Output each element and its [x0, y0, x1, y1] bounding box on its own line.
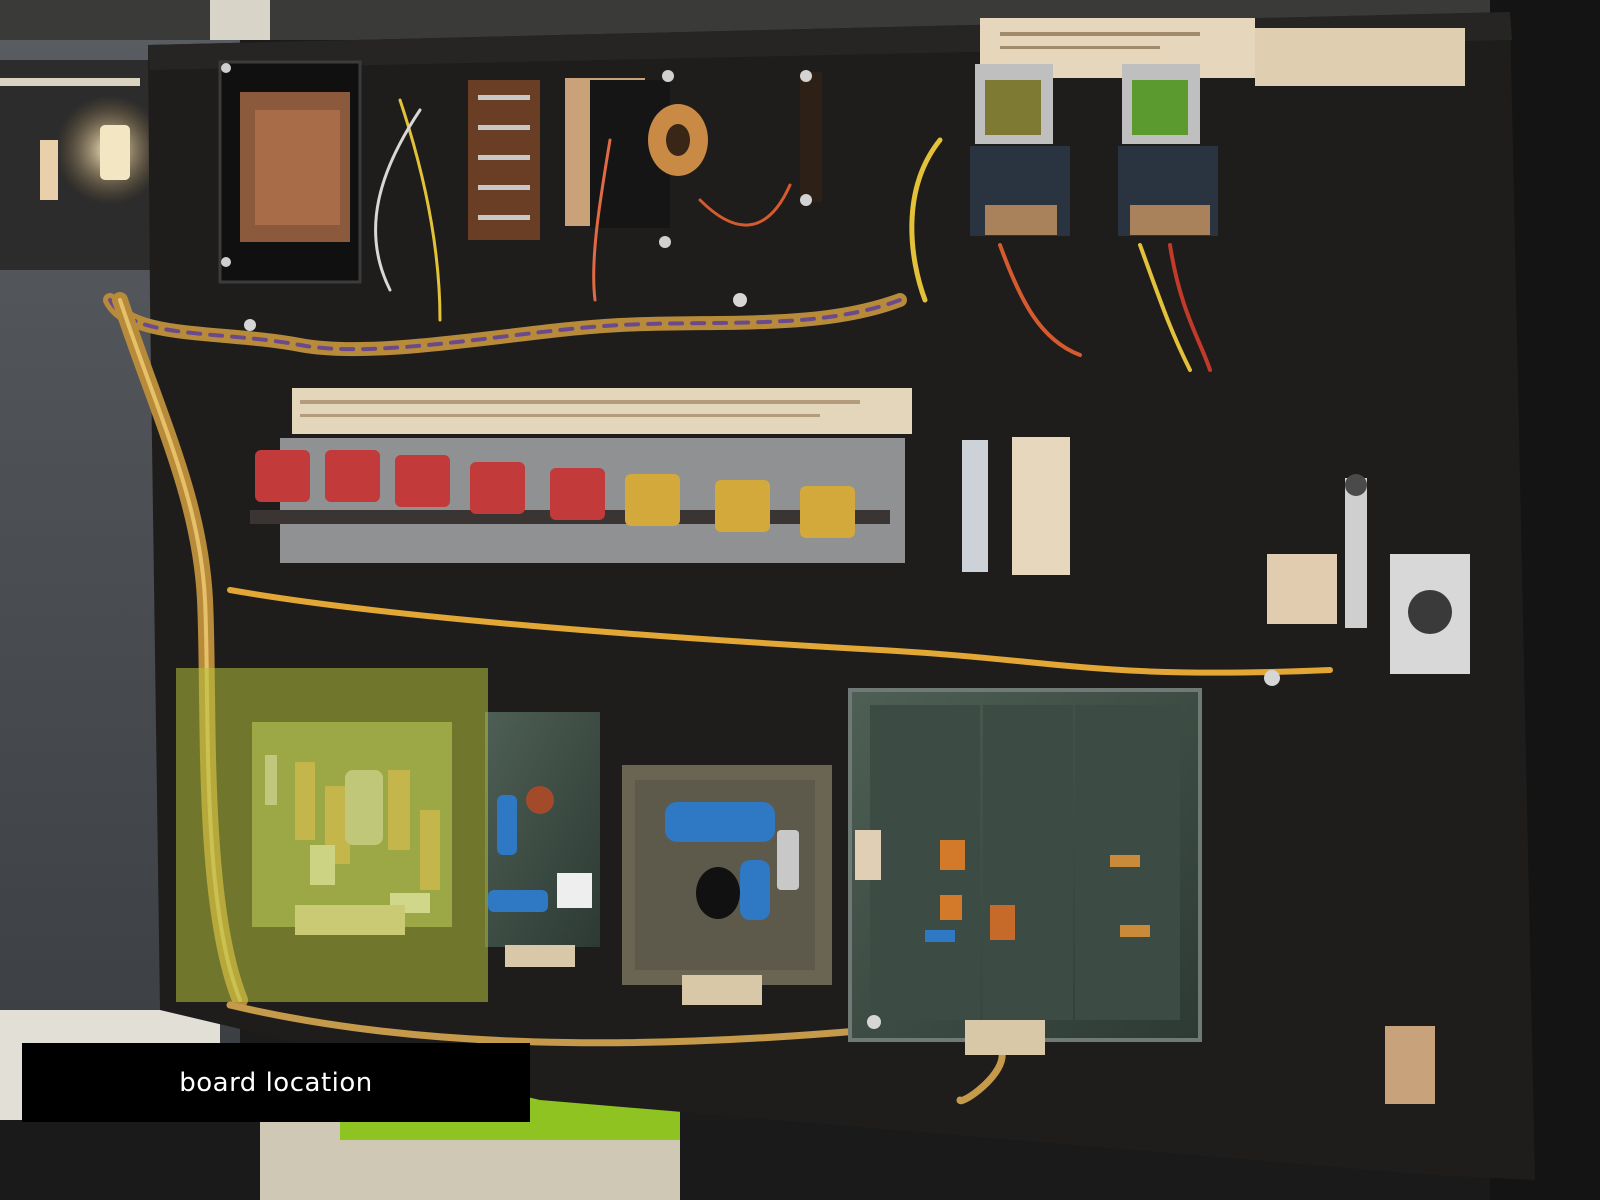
board-highlight-overlay: [176, 668, 488, 1002]
small-connector: [800, 70, 822, 206]
circuit-board-capacitors: [622, 765, 832, 1005]
terminal-strip: [468, 80, 540, 240]
relay-row: [250, 388, 912, 563]
left-shelf: [0, 60, 165, 270]
caption-bar: board location: [22, 1043, 530, 1122]
circuit-board-large: [848, 688, 1202, 1055]
caption-label: board location: [179, 1067, 373, 1098]
side-labels: [962, 437, 1470, 1104]
relay-pair: [970, 64, 1218, 236]
toroid-transformer: [565, 70, 708, 248]
circuit-board-small: [485, 712, 600, 967]
top-label-strip: [980, 18, 1465, 86]
transformer-left: [218, 60, 362, 284]
screws: [244, 293, 1280, 1029]
